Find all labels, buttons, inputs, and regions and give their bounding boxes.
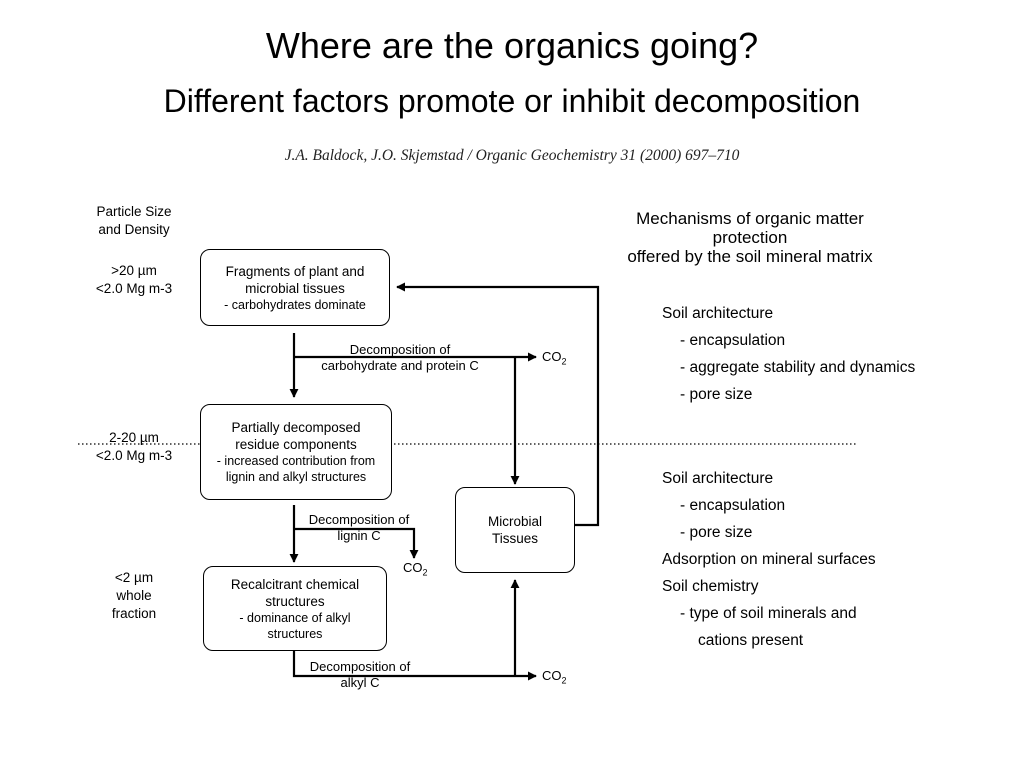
mech-item: Soil architecture (662, 470, 774, 487)
slide-subtitle: Different factors promote or inhibit dec… (163, 83, 861, 119)
arrow-decomp3-to-co2 (292, 650, 537, 681)
mech-item: - aggregate stability and dynamics (680, 359, 916, 376)
citation: J.A. Baldock, J.O. Skjemstad / Organic G… (284, 147, 740, 164)
fraction-2-label: 2-20 µm <2.0 Mg m-3 (95, 430, 173, 463)
mech-item: Soil architecture (662, 305, 774, 322)
mech-item: Adsorption on mineral surfaces (662, 551, 876, 568)
label-decomp-lignin: Decomposition of lignin C (308, 512, 410, 543)
mech-item: - encapsulation (680, 332, 786, 349)
fraction-3-label: <2 µm whole fraction (111, 570, 157, 621)
mech-item: - encapsulation (680, 497, 786, 514)
mech-item: - type of soil minerals and (680, 605, 857, 622)
co2-label-3: CO2 (542, 668, 567, 686)
fraction-1-label: >20 µm <2.0 Mg m-3 (95, 263, 173, 296)
mech-item: Soil chemistry (662, 578, 759, 595)
co2-label-1: CO2 (542, 349, 567, 367)
mechanisms-group-1: Soil architecture - encapsulation - aggr… (662, 300, 915, 408)
label-decomp-carbohydrate: Decomposition of carbohydrate and protei… (321, 342, 479, 373)
box-recalcitrant: Recalcitrant chemical structures - domin… (203, 566, 387, 651)
slide-title: Where are the organics going? (265, 25, 759, 66)
mech-item: - pore size (680, 524, 753, 541)
arrow-decomp2-to-co2 (294, 527, 419, 559)
co2-label-2: CO2 (403, 560, 428, 578)
label-decomp-alkyl: Decomposition of alkyl C (309, 659, 411, 690)
mechanisms-title: Mechanisms of organic matter protection … (627, 209, 873, 266)
arrow-microbial-to-fragments (396, 282, 600, 527)
size-column-header: Particle Size and Density (96, 204, 172, 237)
mech-item: - pore size (680, 386, 753, 403)
mech-item: cations present (698, 632, 804, 649)
box-partially-decomposed: Partially decomposed residue components … (200, 404, 392, 500)
box-fragments: Fragments of plant and microbial tissues… (200, 249, 390, 326)
mechanisms-group-2: Soil architecture - encapsulation - pore… (662, 465, 876, 654)
box-microbial-tissues: Microbial Tissues (455, 487, 575, 573)
